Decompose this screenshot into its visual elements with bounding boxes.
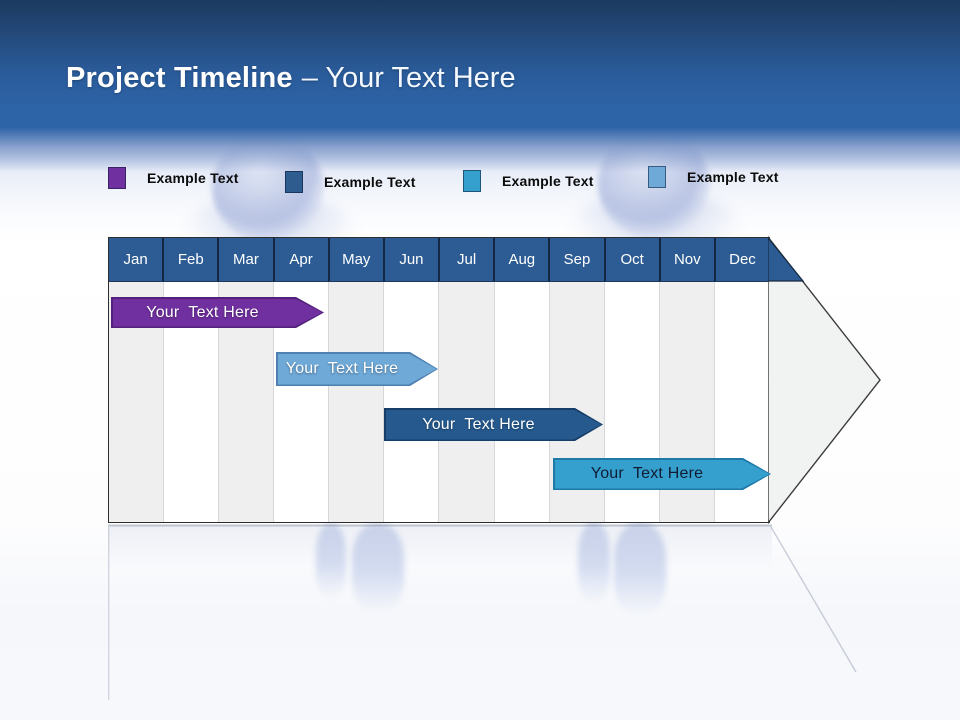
legend-swatch-darkblue bbox=[285, 171, 303, 193]
month-column bbox=[494, 282, 550, 522]
title-light-text: – Your Text Here bbox=[301, 62, 516, 94]
bar-fill bbox=[278, 354, 437, 385]
legend-label: Example Text bbox=[324, 174, 416, 190]
month-column bbox=[329, 282, 385, 522]
legend-item-3[interactable]: Example Text bbox=[463, 170, 594, 192]
timeline-bar-4[interactable]: Your Text Here bbox=[553, 458, 771, 490]
month-header-row: Jan Feb Mar Apr May Jun Jul Aug Sep Oct … bbox=[109, 238, 769, 282]
legend-swatch-lightblue bbox=[648, 166, 666, 188]
month-cell-sep: Sep bbox=[550, 238, 606, 281]
month-cell-aug: Aug bbox=[495, 238, 551, 281]
bar-fill bbox=[113, 299, 323, 327]
month-cell-jan: Jan bbox=[109, 238, 165, 281]
legend-swatch-cyan bbox=[463, 170, 481, 192]
bar-label: Your Text Here bbox=[146, 303, 259, 321]
month-column bbox=[439, 282, 495, 522]
month-cell-feb: Feb bbox=[164, 238, 220, 281]
legend-swatch-purple bbox=[108, 167, 126, 189]
legend-label: Example Text bbox=[147, 170, 239, 186]
month-cell-dec: Dec bbox=[729, 251, 756, 268]
month-cell-nov: Nov bbox=[661, 238, 716, 281]
bar-label: Your Text Here bbox=[590, 465, 704, 482]
month-cell-mar: Mar bbox=[219, 238, 275, 281]
legend-label: Example Text bbox=[687, 169, 779, 185]
bar-fill bbox=[386, 410, 602, 440]
table-reflection bbox=[108, 526, 772, 568]
bar-label: Your Text Here bbox=[285, 360, 399, 377]
month-cell-jul: Jul bbox=[440, 238, 496, 281]
month-cell-oct: Oct bbox=[606, 238, 661, 281]
page-title[interactable]: Project Timeline– Your Text Here bbox=[66, 60, 516, 96]
legend-item-2[interactable]: Example Text bbox=[285, 171, 416, 193]
month-cell-jun: Jun bbox=[385, 238, 441, 281]
bar-label: Your Text Here bbox=[422, 415, 535, 433]
timeline-bar-3[interactable]: Your Text Here bbox=[384, 408, 603, 441]
timeline-bar-1[interactable]: Your Text Here bbox=[111, 297, 324, 328]
slide-header: Project Timeline– Your Text Here bbox=[0, 0, 960, 172]
month-cell-apr: Apr bbox=[275, 238, 330, 281]
legend-item-4[interactable]: Example Text bbox=[648, 166, 779, 188]
legend-label: Example Text bbox=[502, 173, 594, 189]
month-cell-may: May bbox=[330, 238, 385, 281]
legend-item-1[interactable]: Example Text bbox=[108, 167, 239, 189]
timeline-bar-2[interactable]: Your Text Here bbox=[276, 352, 438, 386]
title-bold-text: Project Timeline bbox=[66, 62, 293, 94]
month-column bbox=[384, 282, 440, 522]
bar-fill bbox=[555, 460, 770, 489]
timeline-table[interactable]: Jan Feb Mar Apr May Jun Jul Aug Sep Oct … bbox=[108, 236, 881, 525]
timeline-arrow-tip bbox=[768, 236, 881, 525]
